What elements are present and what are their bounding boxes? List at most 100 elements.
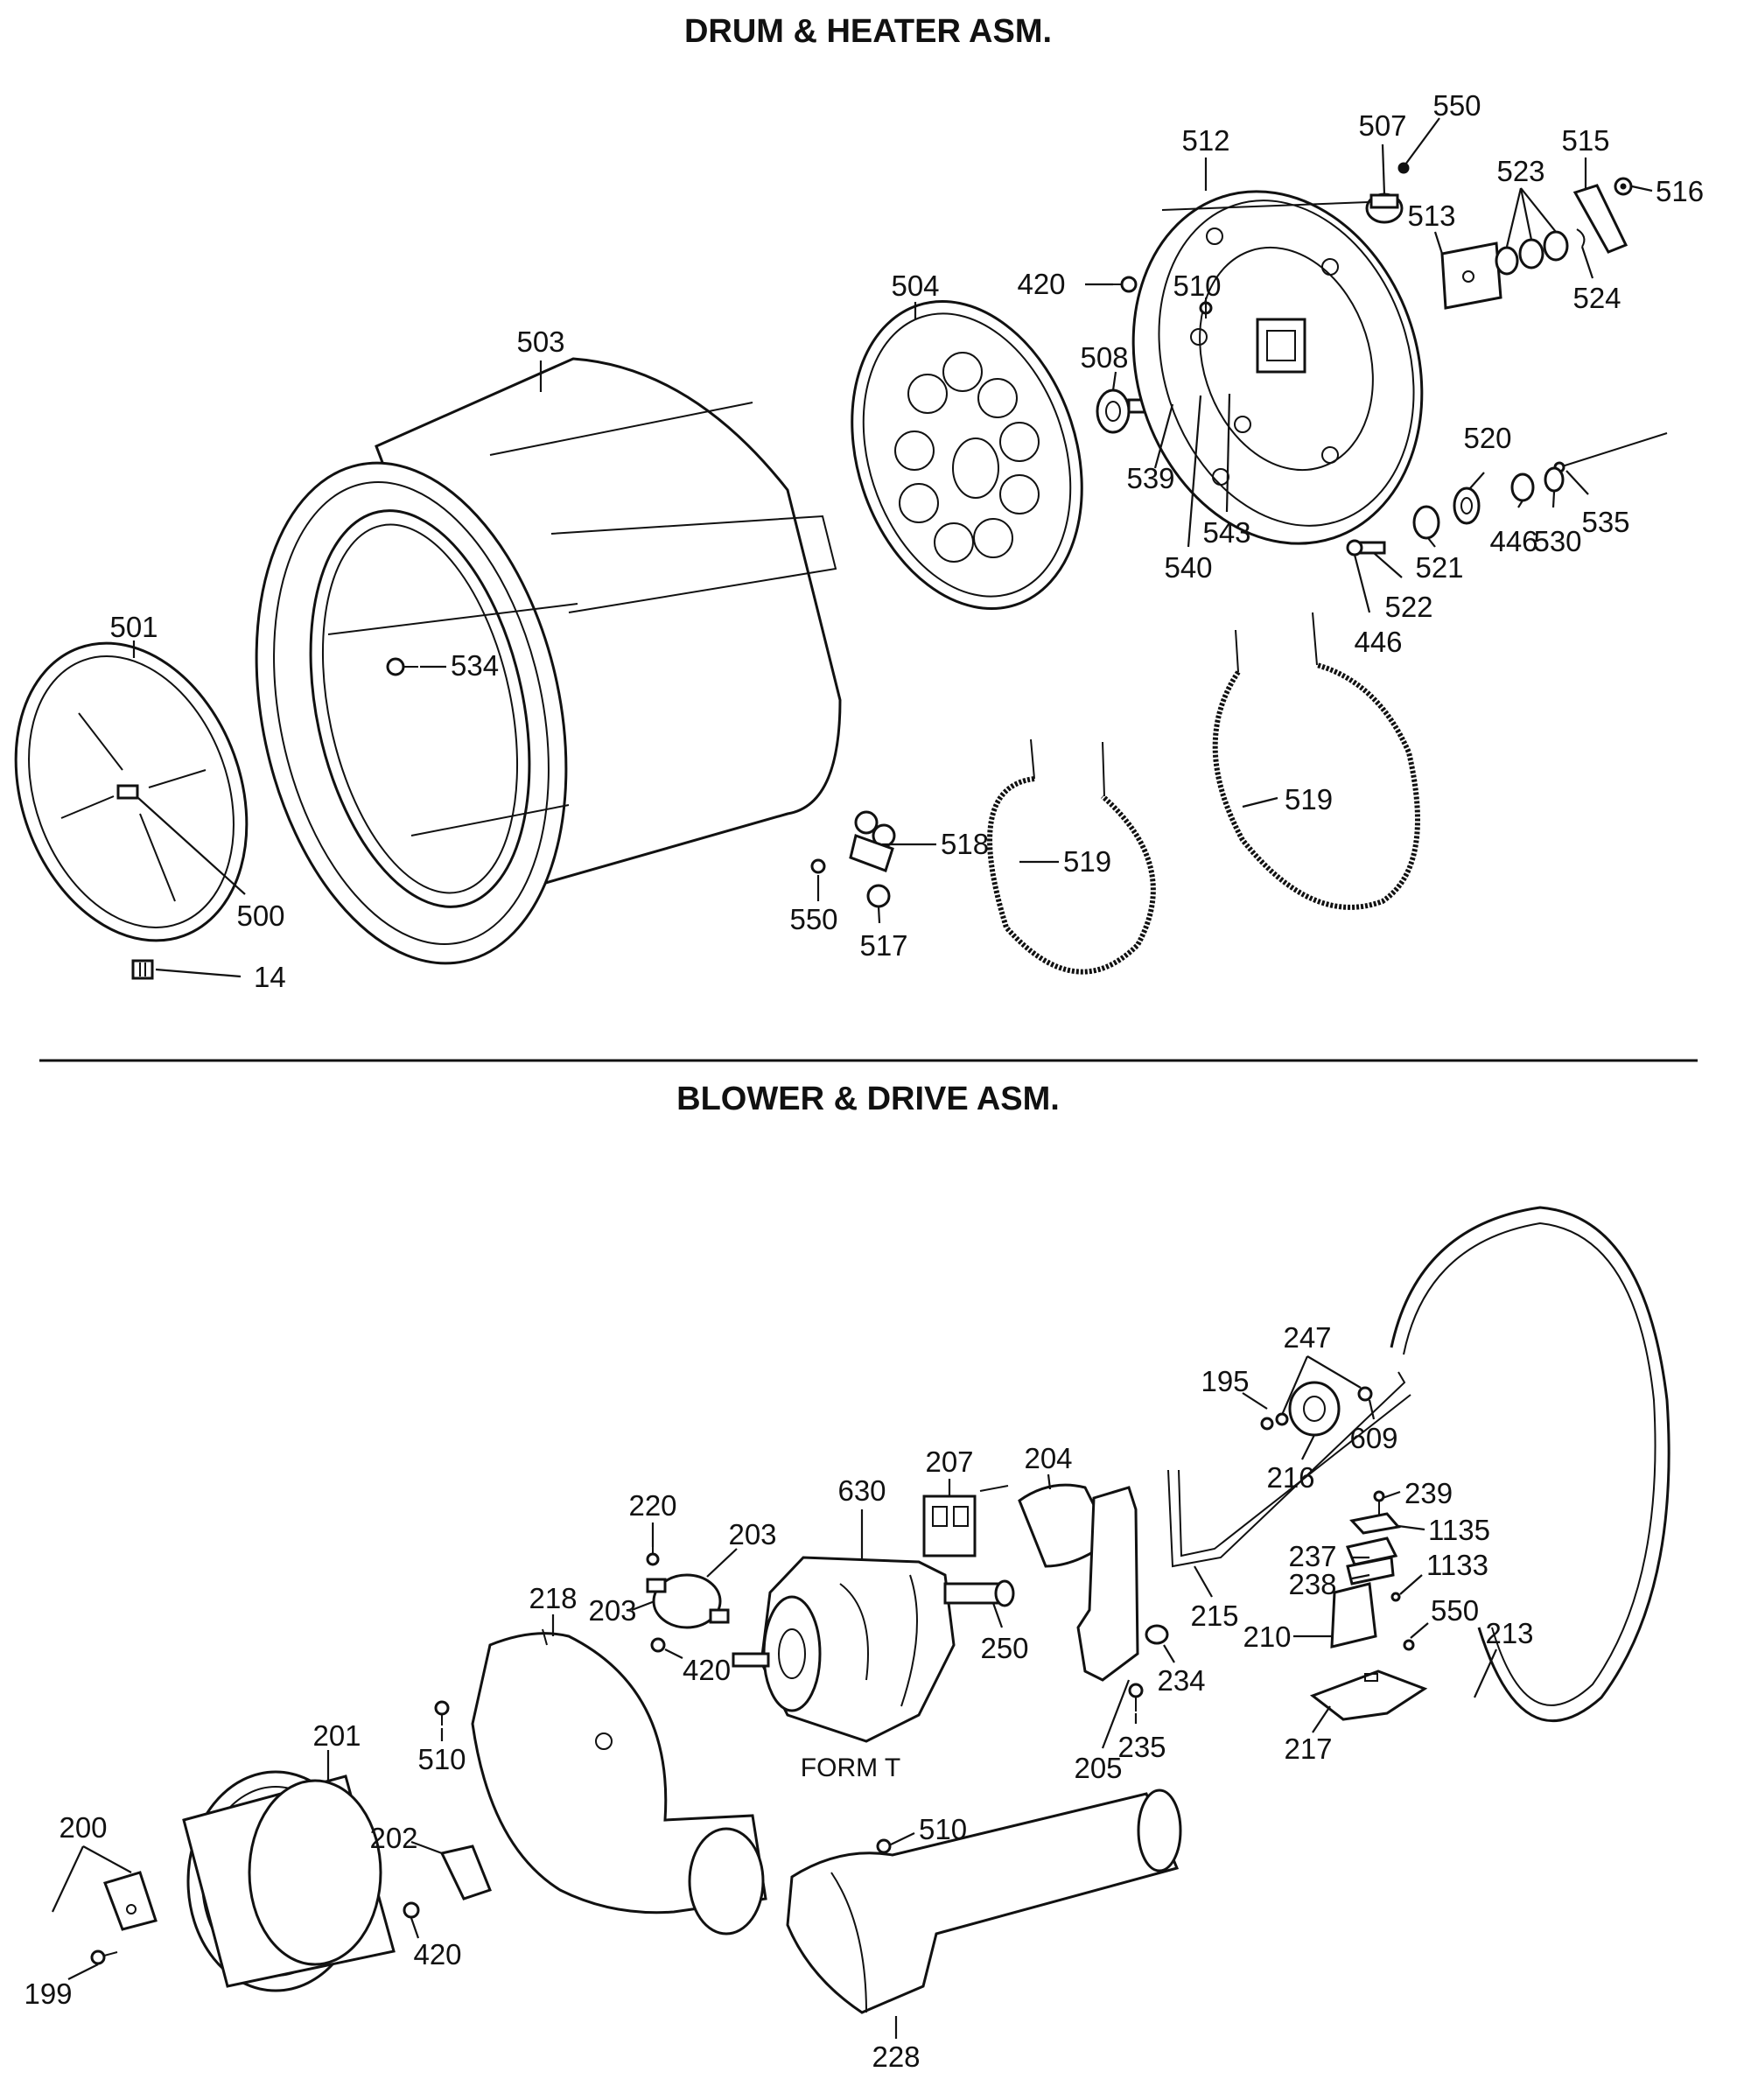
callout-534: 534 — [451, 649, 499, 682]
callout-550-bracket: 550 — [1431, 1594, 1479, 1627]
front-seal-ring-part — [14, 641, 249, 942]
screw-420-lower-part — [403, 1901, 420, 1919]
callout-550-top: 550 — [1432, 89, 1481, 122]
form-t-label: FORM T — [801, 1754, 900, 1782]
callout-520: 520 — [1463, 422, 1511, 454]
insulator-518-part — [810, 810, 896, 908]
callout-522: 522 — [1384, 591, 1432, 623]
heading-drum-heater: DRUM & HEATER ASM. — [684, 13, 1052, 50]
lead-wire-part — [1553, 432, 1668, 473]
screw-510-duct-part — [876, 1838, 892, 1854]
callout-218: 218 — [529, 1582, 577, 1614]
callout-237: 237 — [1288, 1540, 1336, 1572]
callout-539: 539 — [1126, 462, 1174, 494]
screw-420-motor-part — [650, 1637, 666, 1653]
leader-lines — [52, 117, 1653, 2039]
callout-235: 235 — [1117, 1731, 1166, 1763]
callout-510-duct: 510 — [919, 1813, 967, 1845]
drum-part — [255, 357, 842, 965]
callout-500: 500 — [236, 900, 284, 932]
callout-517: 517 — [859, 929, 907, 962]
callout-516: 516 — [1656, 175, 1704, 207]
terminal-hardware-part — [1346, 466, 1565, 556]
switch-bracket-part — [1330, 1490, 1415, 1651]
callout-203-lower: 203 — [588, 1594, 636, 1627]
motor-mount-bracket-part — [1076, 1486, 1139, 1682]
drive-motor-part — [732, 1556, 1015, 1743]
callout-535: 535 — [1581, 506, 1629, 538]
heading-blower-drive: BLOWER & DRIVE ASM. — [676, 1081, 1060, 1117]
screw-235-part — [1128, 1683, 1144, 1712]
screw-510-housing-part — [434, 1700, 450, 1726]
callout-220: 220 — [628, 1489, 676, 1522]
clip-524-part — [1576, 228, 1586, 248]
callout-508: 508 — [1080, 341, 1128, 374]
rear-bulkhead-part — [1131, 190, 1424, 545]
screw-220-part — [646, 1547, 660, 1566]
callout-609: 609 — [1349, 1422, 1397, 1454]
callout-201: 201 — [312, 1719, 361, 1752]
nut-516-part — [1614, 177, 1633, 196]
callout-507: 507 — [1358, 109, 1406, 142]
callout-14: 14 — [254, 961, 286, 993]
washers-523-part — [1495, 230, 1569, 276]
callout-524: 524 — [1572, 282, 1621, 314]
callout-521: 521 — [1415, 551, 1463, 584]
heater-coil-large-part — [1212, 612, 1420, 910]
callout-513: 513 — [1407, 200, 1455, 232]
callout-labels: 501 500 14 503 534 504 508 539 540 543 5… — [24, 89, 1704, 2073]
drive-belt-part — [1390, 1206, 1670, 1723]
callout-215: 215 — [1190, 1600, 1238, 1632]
callout-519-large: 519 — [1285, 783, 1333, 816]
callout-515: 515 — [1561, 124, 1609, 157]
callout-247: 247 — [1283, 1321, 1331, 1354]
callout-540: 540 — [1164, 551, 1212, 584]
callout-550-lower: 550 — [789, 903, 837, 935]
idler-pulley-part — [1260, 1381, 1373, 1437]
callout-203-upper: 203 — [728, 1518, 776, 1550]
screw-199-part — [90, 1950, 118, 1965]
callout-523: 523 — [1496, 155, 1544, 187]
callout-238: 238 — [1288, 1568, 1336, 1600]
rear-drum-plate-part — [851, 300, 1083, 610]
blower-clip-part — [103, 1871, 158, 1931]
callout-420-bulkhead: 420 — [1017, 268, 1065, 300]
seal-plate-202-part — [439, 1844, 492, 1900]
clip-part — [131, 959, 154, 980]
callout-210: 210 — [1243, 1620, 1291, 1653]
callout-420-motor: 420 — [683, 1654, 731, 1686]
callout-200: 200 — [59, 1811, 107, 1844]
callout-543: 543 — [1202, 516, 1250, 549]
callout-510-housing: 510 — [417, 1743, 466, 1775]
exhaust-duct-part — [786, 1788, 1182, 2014]
callout-510-bulkhead: 510 — [1173, 270, 1221, 302]
callout-250: 250 — [980, 1632, 1028, 1664]
bearing-plate-part — [1440, 242, 1502, 310]
thermostat-part — [1365, 192, 1404, 224]
screw-550-top-part — [1397, 162, 1410, 174]
callout-204: 204 — [1024, 1442, 1072, 1474]
blower-wheel-part — [182, 1770, 396, 1992]
callout-446-lower: 446 — [1354, 626, 1402, 658]
callout-239: 239 — [1404, 1477, 1453, 1509]
centrifugal-switch-part — [922, 1485, 1009, 1558]
callout-199: 199 — [24, 1978, 72, 2010]
callout-446-upper: 446 — [1489, 525, 1537, 557]
callout-207: 207 — [925, 1446, 973, 1478]
callout-630: 630 — [837, 1474, 886, 1507]
idler-arm-part — [1167, 1371, 1411, 1568]
callout-501: 501 — [109, 611, 158, 643]
grommet-234-part — [1145, 1624, 1169, 1645]
motor-strap-203-part — [646, 1573, 730, 1629]
callout-504: 504 — [891, 270, 939, 302]
callout-216: 216 — [1266, 1461, 1314, 1494]
spring-clip-515-part — [1572, 184, 1628, 254]
blower-housing-part — [471, 1628, 767, 1936]
callout-420-lower: 420 — [413, 1938, 461, 1970]
callout-518: 518 — [941, 828, 989, 860]
callout-1135: 1135 — [1428, 1514, 1490, 1546]
callout-202: 202 — [369, 1822, 417, 1854]
callout-234: 234 — [1157, 1664, 1205, 1697]
bracket-217-part — [1309, 1670, 1428, 1721]
